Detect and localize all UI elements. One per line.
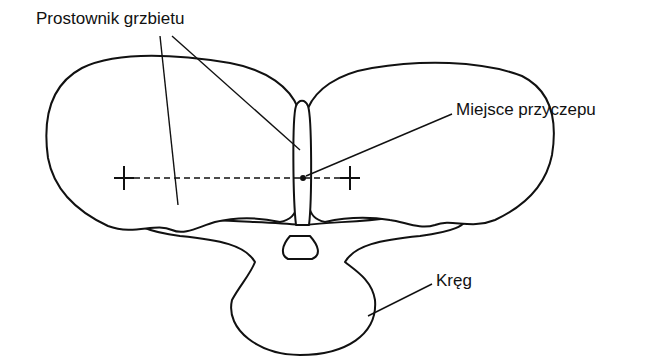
right-muscle (308, 63, 554, 227)
attachment-label: Miejsce przyczepu (456, 101, 596, 120)
vertebra-label: Kręg (436, 272, 472, 291)
spinous-process (293, 101, 311, 225)
muscle-axis (124, 177, 350, 179)
leader-lines (160, 36, 452, 316)
attachment-point (300, 175, 306, 181)
muscle-label: Prostownik grzbietu (36, 10, 184, 29)
cross-marks (114, 166, 360, 190)
spinal-canal (283, 236, 318, 259)
